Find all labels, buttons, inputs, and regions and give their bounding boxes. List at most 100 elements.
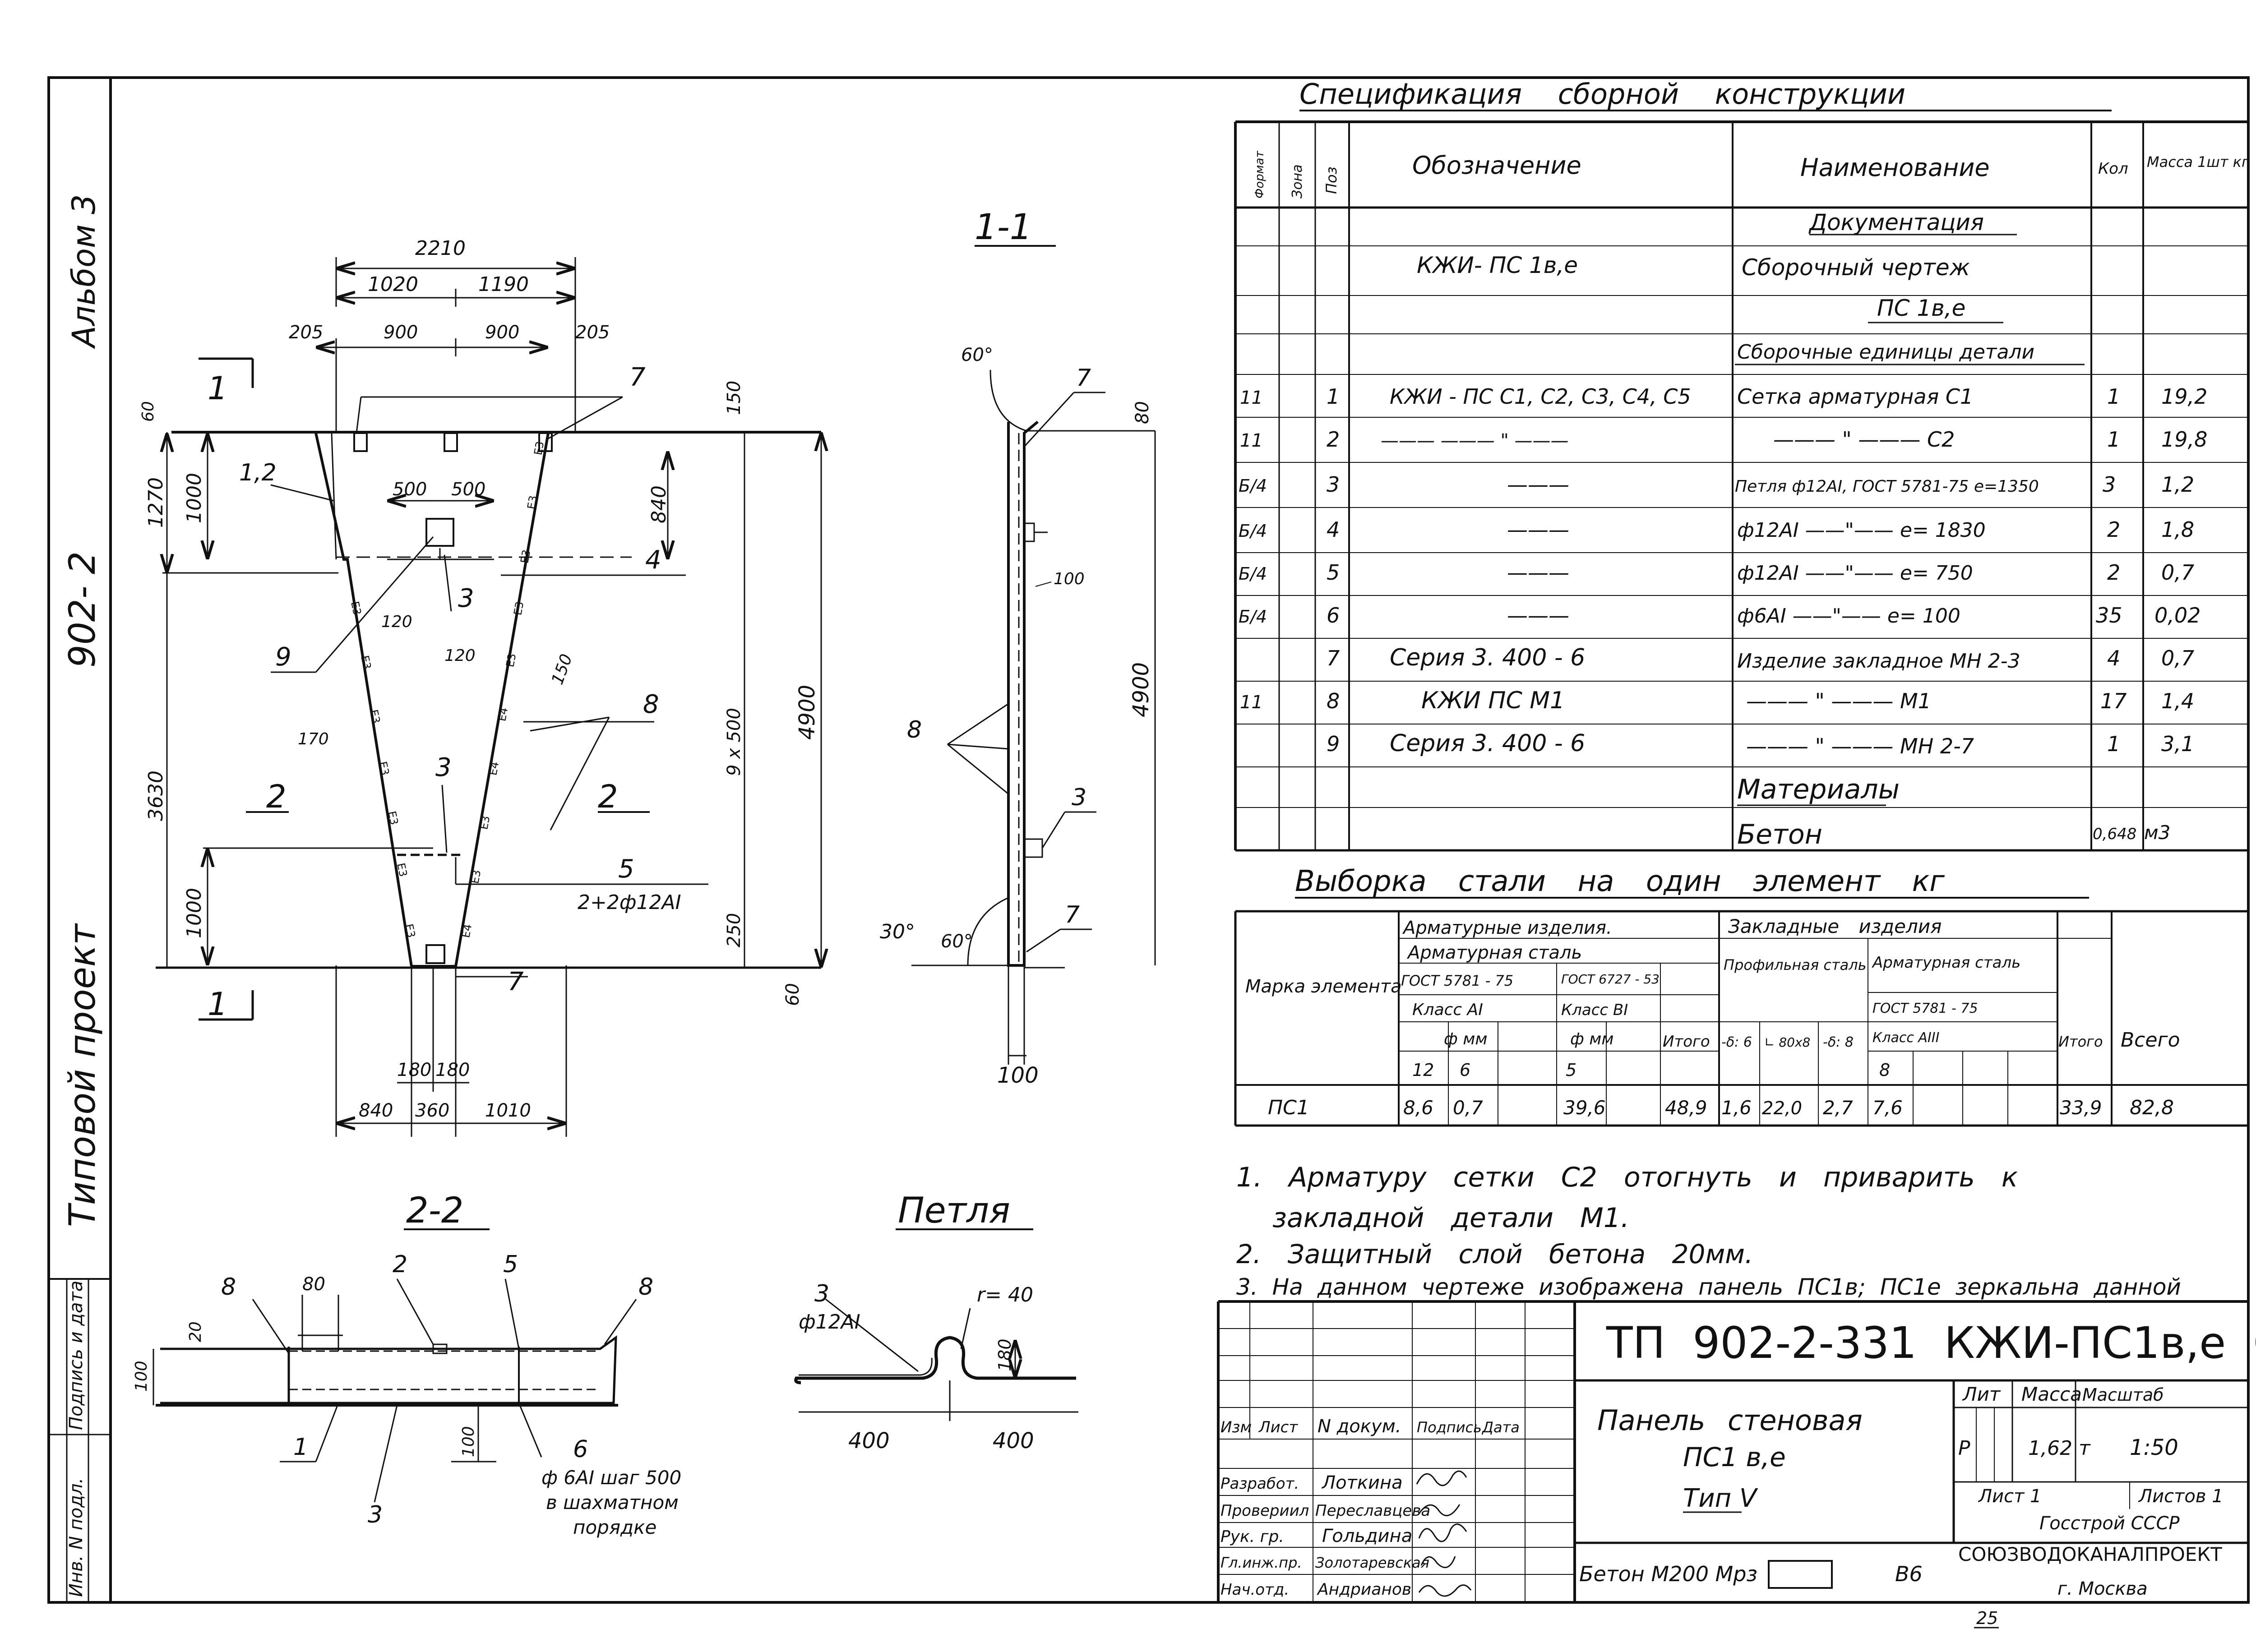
loop-dim-400-left: 400 [848, 1428, 890, 1454]
mesh-mark: Е3 [468, 869, 483, 885]
spec-cell-mass: 0,7 [2161, 646, 2194, 670]
spec-cell-designation: ——— [1507, 603, 1569, 628]
spec-cell-name: Изделие закладное МН 2-3 [1737, 650, 2020, 673]
mesh-mark: Е3 [532, 440, 546, 456]
spec-cell-name: ——— " ——— МН 2-7 [1746, 734, 1974, 758]
dim-2210: 2210 [415, 237, 466, 260]
section-2-2-callout-1: 1 [293, 1434, 308, 1461]
spec-cell-pos: 7 [1327, 646, 1340, 670]
steel-header-class1: Класс AI [1412, 1001, 1483, 1019]
spec-cell-qty: 4 [2107, 646, 2120, 670]
project-code: 902- 2 [61, 551, 103, 668]
dim-150-right: 150 [724, 381, 744, 415]
tb-role: Рук. гр. [1220, 1527, 1284, 1546]
steel-cell: 0,7 [1453, 1097, 1483, 1119]
spec-title: Спецификация сборной конструкции [1299, 78, 1905, 111]
spec-cell-name: ——— " ——— С2 [1773, 427, 1955, 452]
spec-cell-name: ПС 1в,е [1877, 295, 1965, 321]
loop-callout-3: 3 [814, 1280, 829, 1307]
mesh-mark: Е3 [511, 600, 526, 616]
steel-title: Выборка стали на один элемент кг [1295, 865, 1945, 898]
spec-row: Б/4 6 ——— ф6AI ——"—— е= 100 35 0,02 [1239, 603, 2201, 628]
spec-cell-name: Бетон [1737, 819, 1822, 850]
tb-role: Разработ. [1220, 1475, 1299, 1493]
dim-150-mid: 150 [548, 651, 576, 687]
steel-header-prof-size-2: ∟ 80х8 [1764, 1035, 1810, 1050]
spec-cell-designation: КЖИ ПС М1 [1421, 687, 1565, 714]
tb-mass: 1,62 т [2028, 1437, 2091, 1460]
tb-name-line-1: Панель стеновая [1597, 1404, 1863, 1437]
signature [1420, 1556, 1456, 1568]
dim-1190: 1190 [478, 273, 529, 296]
dim-840-bottom: 840 [359, 1100, 393, 1121]
spec-cell-qty: 17 [2100, 689, 2127, 713]
tb-scale-label: Масштаб [2082, 1385, 2164, 1405]
steel-header-d12: 12 [1412, 1060, 1434, 1080]
loop-radius: r= 40 [977, 1283, 1033, 1306]
section-1-1-callout-8: 8 [907, 716, 922, 743]
spec-cell-format: Б/4 [1239, 521, 1267, 541]
spec-row: 9 Серия 3. 400 - 6 ——— " ——— МН 2-7 1 3,… [1327, 730, 2194, 758]
tb-concrete: Бетон М200 Мрз [1579, 1562, 1757, 1586]
mesh-mark: Е3 [477, 815, 492, 831]
section-2-2-note-6-line2: в шахматном [546, 1491, 679, 1514]
spec-cell-format: 11 [1240, 430, 1263, 451]
spec-cell-pos: 8 [1327, 689, 1340, 713]
steel-cell: 39,6 [1563, 1097, 1606, 1119]
section-1-1-title: 1-1 [975, 207, 1032, 248]
tb-person: Лоткина [1321, 1472, 1403, 1493]
signature [1416, 1470, 1467, 1486]
spec-row: Материалы [1737, 774, 1900, 805]
callout-7-top: 7 [629, 363, 646, 392]
callout-8-main: 8 [643, 690, 659, 719]
spec-cell-designation: ——— [1507, 472, 1569, 497]
dim-500-a: 500 [393, 479, 427, 500]
tb-role: Нач.отд. [1220, 1581, 1289, 1599]
tb-concrete-box [1768, 1560, 1833, 1589]
steel-header-mark: Марка элемента [1245, 976, 1402, 997]
mesh-mark: Е4 [459, 923, 474, 939]
angle-top: 60° [961, 345, 993, 365]
dim-360: 360 [415, 1100, 449, 1121]
section-2-2-callout-5: 5 [503, 1251, 518, 1278]
spec-row: 11 1 КЖИ - ПС С1, С2, С3, С4, С5 Сетка а… [1240, 384, 2207, 409]
spec-cell-mass: 1,8 [2161, 517, 2194, 542]
spec-header-designation: Обозначение [1412, 151, 1581, 180]
tb-scale: 1:50 [2130, 1435, 2178, 1460]
spec-cell-pos: 3 [1327, 472, 1340, 497]
spec-row: Документация [1808, 209, 1984, 235]
section-2-2-callout-8-left: 8 [221, 1274, 236, 1301]
spec-cell-mass: 19,8 [2161, 427, 2207, 452]
note-1: 1. Арматуру сетки С2 отогнуть и приварит… [1236, 1162, 2018, 1193]
dim-9x500: 9 x 500 [724, 708, 744, 776]
spec-header-mass: Масса 1шт кг [2147, 153, 2249, 171]
spec-cell-qty: 2 [2107, 517, 2120, 542]
spec-row: ПС 1в,е [1877, 295, 1965, 321]
mesh-mark: Е3 [367, 708, 383, 724]
dim-500-b: 500 [451, 479, 485, 500]
note-2: 2. Защитный слой бетона 20мм. [1236, 1239, 1753, 1269]
section-1-1-callout-7-top: 7 [1076, 365, 1091, 392]
mesh-mark: Е3 [525, 494, 540, 510]
spec-cell-name: ф12AI ——"—— е= 750 [1737, 562, 1973, 585]
binding-strip: Альбом 3 902- 2 Типовой проект Инв. N по… [61, 194, 103, 1597]
mesh-mark: Е3 [504, 652, 518, 668]
notes: 1. Арматуру сетки С2 отогнуть и приварит… [1236, 1162, 2181, 1300]
spec-cell-name: ф6AI ——"—— е= 100 [1737, 605, 1960, 628]
dim-170: 170 [298, 730, 329, 748]
tb-role: Гл.инж.пр. [1220, 1554, 1302, 1571]
spec-header-pos: Поз [1323, 166, 1340, 194]
spec-cell-name: Петля ф12AI, ГОСТ 5781-75 е=1350 [1735, 477, 2039, 496]
dim-900-b: 900 [485, 322, 519, 343]
tb-signatory: Рук. гр. Гольдина [1220, 1526, 1412, 1546]
steel-cell: 2,7 [1823, 1097, 1853, 1119]
spec-cell-mass: 1,2 [2161, 472, 2194, 497]
spec-cell-qty: 1 [2107, 384, 2120, 409]
mesh-mark: Е3 [385, 810, 401, 826]
steel-row: ПС1 8,6 0,7 39,6 48,9 1,6 22,0 2,7 7,6 3… [1268, 1096, 2174, 1119]
tb-lit-label: Лит [1962, 1383, 2001, 1405]
tb-head-doc: N докум. [1318, 1416, 1401, 1437]
section-1-1-dim-4900: 4900 [1128, 662, 1154, 717]
dim-180-b: 180 [435, 1060, 470, 1080]
